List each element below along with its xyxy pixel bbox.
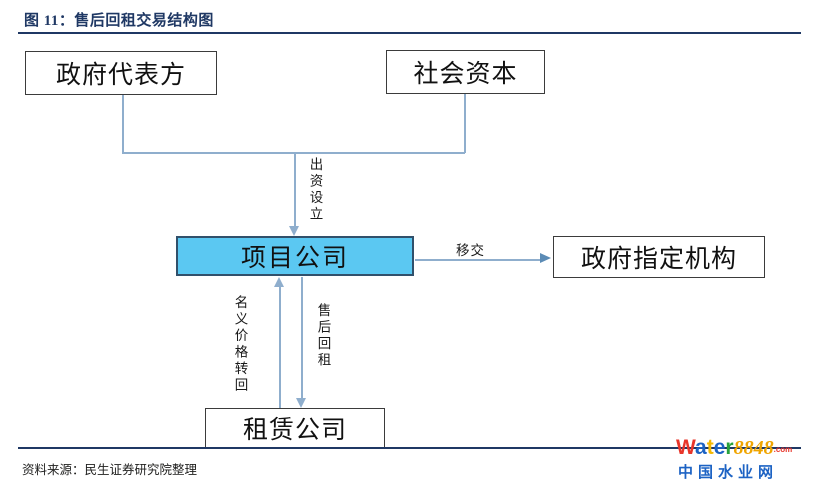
watermark-letter-r: r [725, 436, 734, 459]
edge-label-nominal: 名义价格转回 [232, 295, 248, 394]
arrow-down-icon-leaseback [296, 398, 306, 408]
page-title: 图 11：售后回租交易结构图 [24, 13, 214, 29]
edge-label-leaseback: 售后回租 [315, 303, 331, 369]
connector-fund-stem [294, 152, 296, 229]
node-gov-rep[interactable]: 政府代表方 [25, 51, 217, 95]
watermark-tld: .com [773, 445, 793, 454]
connector-leaseback-line [301, 277, 303, 399]
source-rule [18, 447, 801, 449]
connector-gov-rep-down [122, 95, 124, 153]
edge-label-fund: 出资设立 [307, 157, 323, 223]
connector-capital-down [464, 94, 466, 153]
watermark-letter-t: t [706, 436, 714, 459]
connector-join-horizontal [122, 152, 465, 154]
watermark-logo: Water8848.com 中国水业网 [676, 437, 808, 485]
node-lease[interactable]: 租赁公司 [205, 408, 385, 448]
title-rule [18, 32, 801, 34]
node-gov-inst[interactable]: 政府指定机构 [553, 236, 765, 278]
connector-nominal-line [279, 286, 281, 408]
arrow-down-icon-fund [289, 226, 299, 236]
arrow-right-icon-transfer [540, 253, 551, 263]
edge-label-transfer: 移交 [456, 243, 485, 258]
node-capital[interactable]: 社会资本 [386, 50, 545, 94]
watermark-subtitle: 中国水业网 [678, 464, 779, 481]
watermark-letter-a: a [695, 436, 707, 459]
watermark-number: 8848 [733, 437, 774, 459]
node-project[interactable]: 项目公司 [176, 236, 414, 276]
source-note: 资料来源：民生证券研究院整理 [22, 463, 198, 477]
arrow-up-icon-nominal [274, 277, 284, 287]
watermark-letter-e: e [713, 436, 726, 459]
watermark-wordmark: Water8848.com [676, 437, 792, 460]
watermark-letter-w: W [676, 436, 696, 459]
connector-transfer-line [415, 259, 541, 261]
